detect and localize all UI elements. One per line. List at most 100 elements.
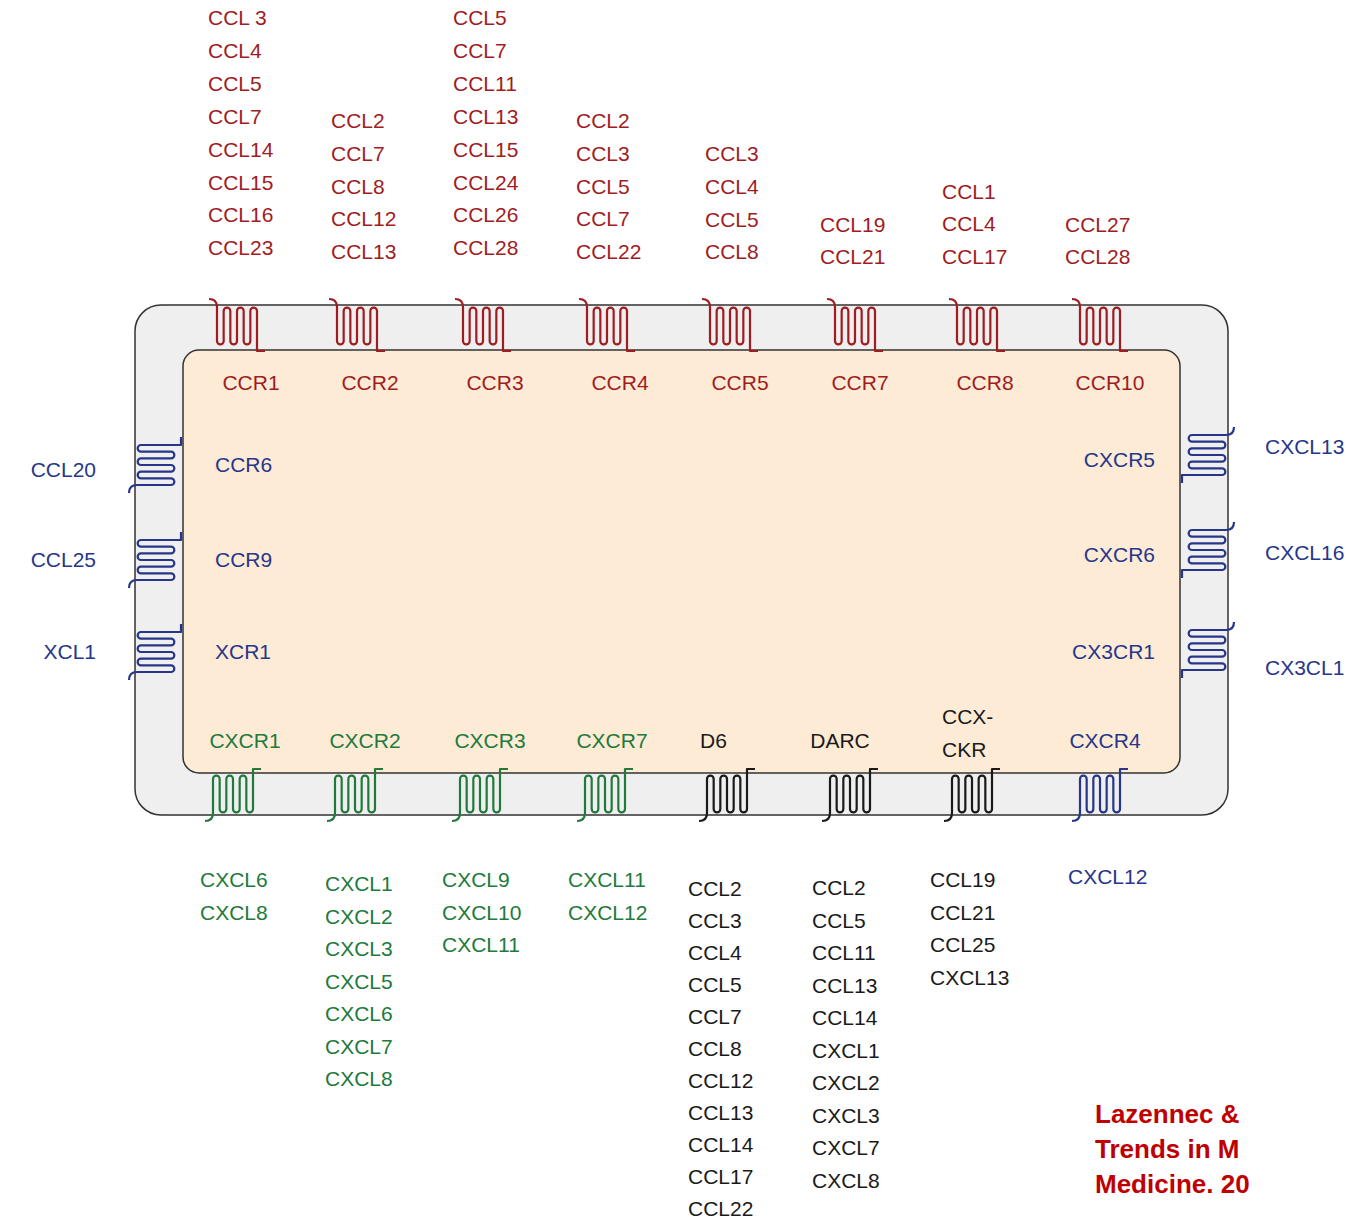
receptor-coil: [579, 299, 635, 351]
receptor-group: XCR1XCL1: [43, 639, 271, 664]
ligand-name: CCL12: [331, 206, 396, 231]
receptor-group: D6CCL2CCL3CCL4CCL5CCL7CCL8CCL12CCL13CCL1…: [688, 728, 753, 1221]
receptor-coil: [327, 769, 383, 821]
receptor-coil: [129, 532, 181, 588]
ligand-name: CCL7: [208, 104, 262, 129]
ligand-name: CCL7: [453, 38, 507, 63]
citation-text: Lazennec &: [1095, 1099, 1240, 1130]
ligand-name: CCL23: [208, 235, 273, 260]
receptor-name: CCR5: [711, 370, 768, 395]
ligand-name: CCL26: [453, 202, 518, 227]
outer-membrane: [135, 305, 1228, 815]
ligand-name: CCL5: [576, 174, 630, 199]
receptor-group: CXCR3CXCL9CXCL10CXCL11: [442, 728, 526, 957]
ligand-name: CCL21: [930, 900, 995, 925]
receptor-name: CXCR7: [576, 728, 647, 753]
ligand-name: CCL13: [812, 973, 877, 998]
ligand-name: CCL4: [942, 211, 996, 236]
ligand-name: CCL17: [942, 244, 1007, 269]
ligand-name: CXCL10: [442, 900, 521, 925]
ligand-name: CXCL1: [325, 871, 393, 896]
receptor-group: CXCR4CXCL12: [1068, 728, 1147, 889]
receptor-group: CX3CR1CX3CL1: [1072, 639, 1344, 680]
ligand-name: CCL22: [688, 1196, 753, 1221]
ligand-name: CCL4: [208, 38, 262, 63]
receptor-name: CXCR5: [1084, 447, 1155, 472]
receptor-coil: [827, 299, 883, 351]
ligand-name: CXCL7: [812, 1135, 880, 1160]
ligand-name: CCL13: [331, 239, 396, 264]
receptor-name: CXCR3: [454, 728, 525, 753]
receptor-coil: [1182, 427, 1234, 483]
receptor-name: CXCR6: [1084, 542, 1155, 567]
receptor-group: CCR7CCL19CCL21: [820, 212, 889, 396]
receptor-coil: [577, 769, 633, 821]
ligand-name: CCL5: [453, 5, 507, 30]
ligand-name: CXCL13: [930, 965, 1009, 990]
receptor-name: CXCR1: [209, 728, 280, 753]
ligand-name: CCL5: [705, 207, 759, 232]
receptor-coil: [1182, 622, 1234, 678]
ligand-name: CXCL8: [812, 1168, 880, 1193]
ligand-name: CCL15: [453, 137, 518, 162]
citation-text: Medicine. 20: [1095, 1169, 1250, 1200]
ligand-name: CCL15: [208, 170, 273, 195]
receptor-name: CXCR4: [1069, 728, 1140, 753]
receptor-group: CCR1CCL 3CCL4CCL5CCL7CCL14CCL15CCL16CCL2…: [208, 5, 280, 395]
receptor-coil: [129, 437, 181, 493]
receptor-name: CCR4: [591, 370, 648, 395]
receptor-coils: [129, 299, 1234, 821]
ligand-name: CXCL6: [200, 867, 268, 892]
ligand-name: CCL5: [208, 71, 262, 96]
ligand-name: CCL7: [688, 1004, 742, 1029]
ligand-name: CCL13: [453, 104, 518, 129]
ligand-name: CXCL12: [1068, 864, 1147, 889]
ligand-name: CXCL11: [568, 867, 646, 892]
receptor-group: CCR3CCL5CCL7CCL11CCL13CCL15CCL24CCL26CCL…: [453, 5, 524, 395]
receptor-name: DARC: [810, 728, 870, 753]
receptor-group: CCR6CCL20: [31, 452, 273, 482]
receptor-name: CXCR2: [329, 728, 400, 753]
receptor-group: CXCR2CXCL1CXCL2CXCL3CXCL5CXCL6CXCL7CXCL8: [325, 728, 401, 1091]
receptor-group: CXCR5 CXCL13: [1084, 434, 1345, 472]
ligand-name: CCL16: [208, 202, 273, 227]
ligand-name: CXCL3: [325, 936, 393, 961]
receptor-coil: [699, 769, 755, 821]
ligand-name: CCL22: [576, 239, 641, 264]
cytoplasm: [183, 350, 1180, 773]
receptor-coil: [129, 624, 181, 680]
ligand-name: CX3CL1: [1265, 655, 1344, 680]
receptor-coil: [1072, 769, 1128, 821]
ligand-name: CCL7: [576, 206, 630, 231]
ligand-name: CXCL12: [568, 900, 647, 925]
ligand-name: CCL1: [942, 179, 996, 204]
ligand-name: CCL24: [453, 170, 518, 195]
receptor-group: CXCR1CXCL6CXCL8: [200, 728, 281, 925]
ligand-name: CCL13: [688, 1100, 753, 1125]
ligand-name: CCL19: [930, 867, 995, 892]
receptor-group: CCR9CCL25: [31, 547, 273, 572]
receptor-name: CCR2: [341, 370, 398, 395]
ligand-name: CCL14: [688, 1132, 753, 1157]
receptor-name: CCR3: [466, 370, 523, 395]
ligand-name: CXCL2: [812, 1070, 880, 1095]
ligand-name: CXCL13: [1265, 434, 1344, 459]
ligand-name: CCL20: [31, 457, 96, 482]
ligand-name: CCL4: [688, 940, 742, 965]
ligand-name: CXCL6: [325, 1001, 393, 1026]
ligand-name: CCL5: [688, 972, 742, 997]
receptor-group: DARCCCL2CCL5CCL11CCL13CCL14CXCL1CXCL2CXC…: [810, 728, 879, 1193]
ligand-name: CCL4: [705, 174, 759, 199]
ligand-name: CCL12: [688, 1068, 753, 1093]
ligand-name: CXCL8: [200, 900, 268, 925]
receptor-coil: [455, 299, 511, 351]
receptor-coil: [1072, 299, 1128, 351]
ligand-name: CXCL5: [325, 969, 393, 994]
receptor-group: CCR10CCL27CCL28: [1065, 212, 1144, 396]
receptor-group: CCR4CCL2CCL3CCL5CCL7CCL22: [576, 108, 649, 396]
ligand-name: CCL3: [705, 141, 759, 166]
receptor-coil: [329, 299, 385, 351]
ligand-name: CCL2: [576, 108, 630, 133]
ligand-name: CCL21: [820, 244, 885, 269]
ligand-name: CCL27: [1065, 212, 1130, 237]
